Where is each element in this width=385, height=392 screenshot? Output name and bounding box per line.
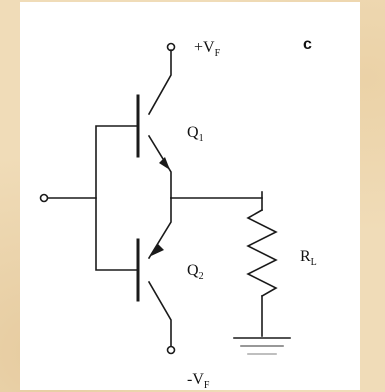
- q1-emitter-wire: [147, 134, 172, 199]
- vminus-label: -VF: [187, 371, 210, 391]
- vplus-label: +VF: [194, 39, 221, 59]
- q1-emitter-arrow: [159, 157, 170, 170]
- q2-collector-wire: [147, 280, 172, 347]
- q2-emitter-arrow: [151, 244, 164, 256]
- rl-label: RL: [300, 248, 317, 268]
- input-terminal: [39, 193, 49, 203]
- q2-label: Q2: [187, 262, 204, 282]
- q1-label: Q1: [187, 124, 204, 144]
- base-link-wire: [95, 125, 139, 271]
- q1-collector-wire: [147, 49, 172, 116]
- load-resistor: [246, 208, 278, 298]
- vminus-terminal: [166, 345, 176, 355]
- diagram-panel: [20, 2, 360, 390]
- panel-letter: c: [303, 36, 312, 53]
- q2-emitter-wire: [147, 197, 172, 260]
